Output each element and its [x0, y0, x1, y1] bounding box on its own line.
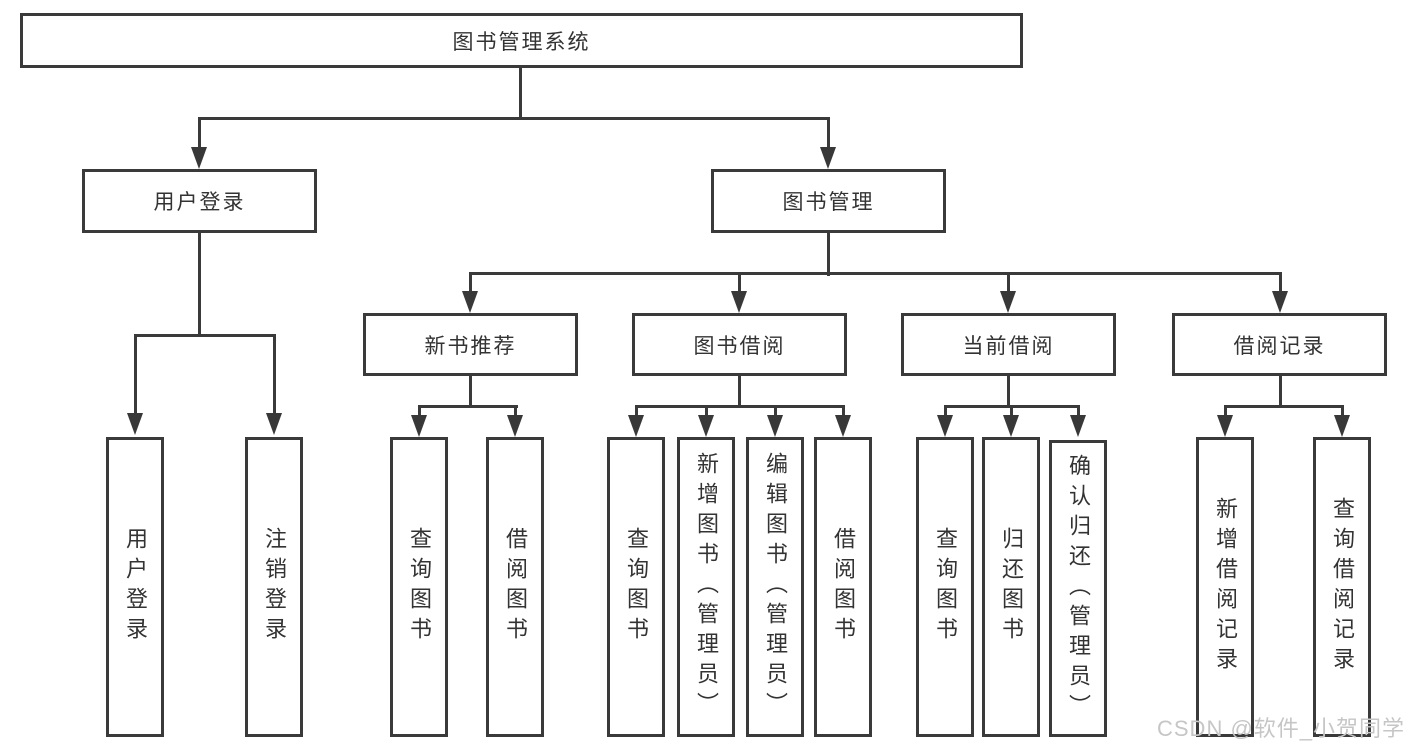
node-book-borrow-label: 图书借阅 [693, 334, 786, 358]
leaf-borrow-books-label: 借阅图书 [831, 527, 856, 647]
node-root: 图书管理系统 [20, 13, 1023, 68]
node-borrow-records: 借阅记录 [1172, 313, 1387, 376]
leaf-add-borrow-record: 新增借阅记录 [1196, 437, 1254, 737]
arrow-down-icon [266, 413, 282, 435]
leaf-logout-login: 注销登录 [245, 437, 303, 737]
connector-line [418, 405, 421, 417]
arrow-down-icon [767, 415, 783, 437]
connector-line [134, 334, 276, 337]
connector-line [738, 376, 741, 407]
node-current-borrow-label: 当前借阅 [962, 334, 1055, 358]
arrow-down-icon [127, 413, 143, 435]
leaf-user-login: 用户登录 [106, 437, 164, 737]
connector-line [738, 272, 741, 294]
connector-line [827, 117, 830, 149]
node-root-label: 图书管理系统 [452, 30, 591, 54]
arrow-down-icon [937, 415, 953, 437]
leaf-edit-book-admin-label: 编辑图书（管理员） [763, 452, 788, 722]
connector-line [198, 117, 830, 120]
leaf-edit-book-admin: 编辑图书（管理员） [746, 437, 804, 737]
connector-line [1279, 376, 1282, 407]
arrow-down-icon [411, 415, 427, 437]
arrow-down-icon [1217, 415, 1233, 437]
connector-line [273, 334, 276, 413]
connector-line [827, 233, 830, 276]
leaf-add-book-admin: 新增图书（管理员） [677, 437, 735, 737]
leaf-borrow-books: 借阅图书 [814, 437, 872, 737]
node-user-login-label: 用户登录 [153, 191, 246, 214]
node-new-book-recommend-label: 新书推荐 [424, 334, 517, 358]
connector-line [774, 405, 777, 417]
arrow-down-icon [835, 415, 851, 437]
connector-line [1279, 272, 1282, 294]
node-book-mgmt: 图书管理 [711, 169, 946, 233]
leaf-borrow-books-recommend: 借阅图书 [486, 437, 544, 737]
arrow-down-icon [698, 415, 714, 437]
connector-line [944, 405, 947, 417]
connector-line [134, 334, 137, 413]
connector-line [705, 405, 708, 417]
leaf-return-book-label: 归还图书 [999, 527, 1024, 647]
node-new-book-recommend: 新书推荐 [363, 313, 578, 376]
connector-line [198, 117, 201, 149]
leaf-confirm-return-admin-label: 确认归还（管理员） [1066, 453, 1091, 724]
leaf-logout-login-label: 注销登录 [262, 527, 287, 647]
arrow-down-icon [1070, 415, 1086, 437]
node-user-login: 用户登录 [82, 169, 317, 233]
connector-line [1225, 405, 1344, 408]
leaf-query-books-recommend: 查询图书 [390, 437, 448, 737]
leaf-add-book-admin-label: 新增图书（管理员） [694, 452, 719, 722]
leaf-query-borrow-record: 查询借阅记录 [1313, 437, 1371, 737]
connector-line [1007, 272, 1010, 294]
leaf-query-books-recommend-label: 查询图书 [407, 527, 432, 647]
arrow-down-icon [1003, 415, 1019, 437]
connector-line [519, 68, 522, 119]
connector-line [636, 405, 845, 408]
arrow-down-icon [462, 291, 478, 313]
leaf-return-book: 归还图书 [982, 437, 1040, 737]
leaf-confirm-return-admin: 确认归还（管理员） [1049, 440, 1107, 737]
connector-line [1224, 405, 1227, 417]
connector-line [1077, 405, 1080, 417]
connector-line [1007, 376, 1010, 407]
connector-line [1010, 405, 1013, 417]
node-book-mgmt-label: 图书管理 [782, 191, 875, 214]
arrow-down-icon [507, 415, 523, 437]
leaf-borrow-books-recommend-label: 借阅图书 [503, 527, 528, 647]
arrow-down-icon [191, 147, 207, 169]
leaf-user-login-label: 用户登录 [123, 527, 148, 647]
arrow-down-icon [820, 147, 836, 169]
connector-line [469, 272, 472, 294]
node-borrow-records-label: 借阅记录 [1233, 334, 1326, 358]
arrow-down-icon [1000, 291, 1016, 313]
arrow-down-icon [1334, 415, 1350, 437]
arrow-down-icon [628, 415, 644, 437]
leaf-query-books-current: 查询图书 [916, 437, 974, 737]
arrow-down-icon [731, 291, 747, 313]
connector-line [635, 405, 638, 417]
leaf-query-books-borrow: 查询图书 [607, 437, 665, 737]
node-book-borrow: 图书借阅 [632, 313, 847, 376]
leaf-query-borrow-record-label: 查询借阅记录 [1330, 497, 1355, 677]
connector-line [842, 405, 845, 417]
connector-line [470, 272, 1282, 275]
connector-line [469, 376, 472, 407]
connector-line [418, 405, 518, 408]
watermark: CSDN @软件_小贺同学 [1157, 716, 1405, 741]
connector-line [198, 233, 201, 336]
leaf-query-books-current-label: 查询图书 [933, 527, 958, 647]
node-current-borrow: 当前借阅 [901, 313, 1116, 376]
arrow-down-icon [1272, 291, 1288, 313]
leaf-add-borrow-record-label: 新增借阅记录 [1213, 497, 1238, 677]
connector-line [514, 405, 517, 417]
leaf-query-books-borrow-label: 查询图书 [624, 527, 649, 647]
connector-line [1341, 405, 1344, 417]
